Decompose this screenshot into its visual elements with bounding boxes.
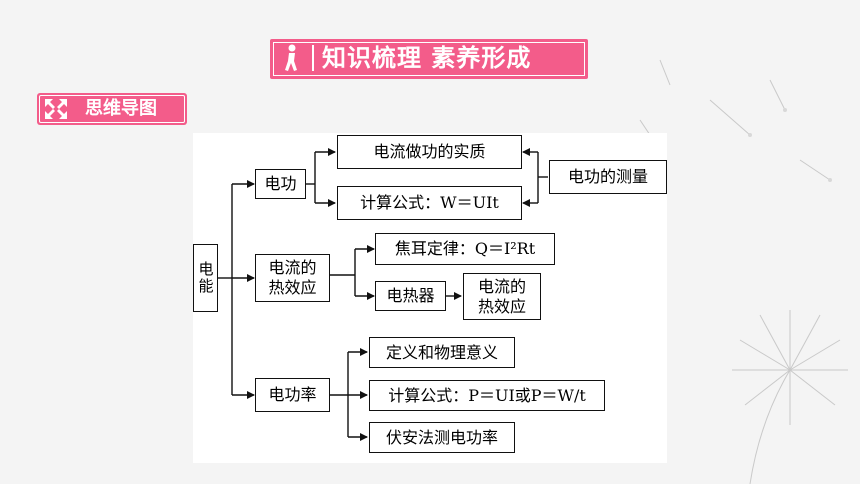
node-label: 伏安法测电功率 [385, 427, 498, 447]
node-heat-effect: 电流的 热效应 [255, 254, 330, 302]
mind-map-tag: 思维导图 [37, 93, 187, 125]
node-work-essence: 电流做功的实质 [337, 135, 522, 169]
mind-map-label: 思维导图 [85, 98, 157, 119]
node-label-line1: 电流的 [268, 258, 317, 277]
node-root-electric-energy: 电能 [193, 244, 218, 312]
node-label: 计算公式：P＝UI或P＝W/t [388, 385, 586, 405]
node-label-line1: 电流的 [477, 276, 526, 296]
node-heat-effect-2: 电流的 热效应 [463, 273, 541, 320]
node-power-definition: 定义和物理意义 [369, 337, 515, 368]
node-label: 电流做功的实质 [373, 142, 486, 161]
node-label: 电功的测量 [567, 167, 648, 186]
node-label-line2: 热效应 [477, 296, 526, 316]
node-power-measurement: 伏安法测电功率 [369, 422, 515, 453]
node-label: 电功率 [268, 385, 317, 404]
node-label-line2: 热效应 [268, 278, 317, 297]
section-banner: 知识梳理 素养形成 [270, 39, 588, 79]
node-work-measurement: 电功的测量 [549, 160, 667, 194]
node-label: 焦耳定律：Q＝I²Rt [394, 239, 536, 258]
node-label: 电热器 [386, 286, 435, 305]
node-label: 电功 [264, 174, 297, 193]
node-label: 电能 [196, 261, 215, 295]
node-joule-law: 焦耳定律：Q＝I²Rt [375, 233, 555, 265]
node-electric-power: 电功率 [255, 378, 330, 412]
banner-title: 知识梳理 素养形成 [322, 44, 532, 72]
crossed-arrows-icon [45, 99, 67, 119]
node-label: 计算公式：W＝UIt [360, 193, 499, 212]
node-label: 定义和物理意义 [385, 342, 498, 362]
node-electric-heater: 电热器 [375, 281, 446, 311]
node-electric-work: 电功 [255, 169, 306, 199]
walking-person-icon [285, 44, 297, 71]
node-work-formula: 计算公式：W＝UIt [337, 186, 522, 220]
node-power-formula: 计算公式：P＝UI或P＝W/t [369, 380, 605, 411]
